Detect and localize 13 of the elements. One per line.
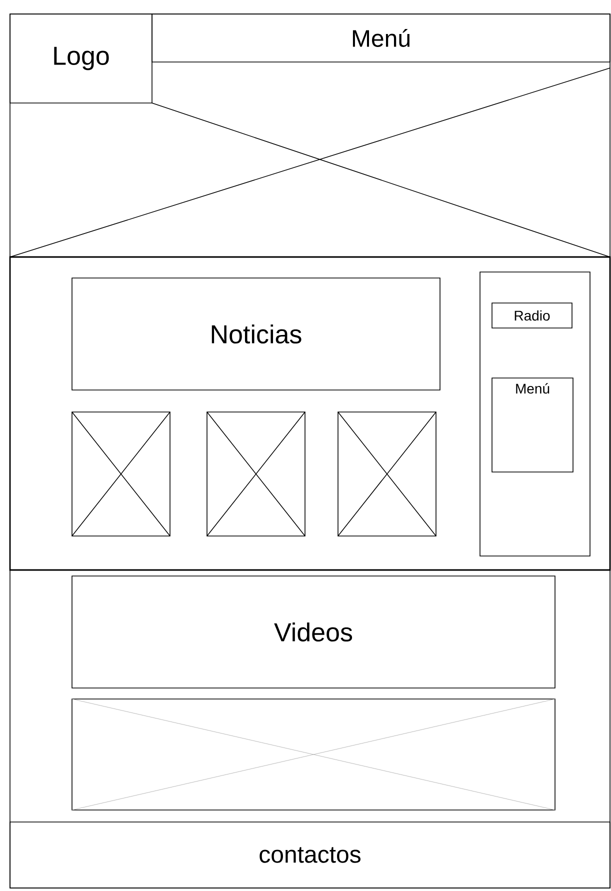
- content-section: [9, 256, 611, 571]
- image-placeholder: [206, 412, 306, 536]
- footer-bar: contactos: [10, 822, 610, 888]
- menu-bar: Menú: [152, 14, 610, 62]
- image-placeholder: [72, 698, 556, 810]
- sidebar-panel: [480, 272, 590, 556]
- image-placeholder: [72, 412, 170, 536]
- placeholder-box: Logo: [10, 14, 152, 104]
- news-box: Noticias: [72, 278, 440, 390]
- menu-box: Menú: [492, 378, 574, 472]
- image-placeholder: [338, 412, 436, 536]
- videos-box: Videos: [72, 576, 556, 688]
- radio-box: Radio: [492, 302, 572, 328]
